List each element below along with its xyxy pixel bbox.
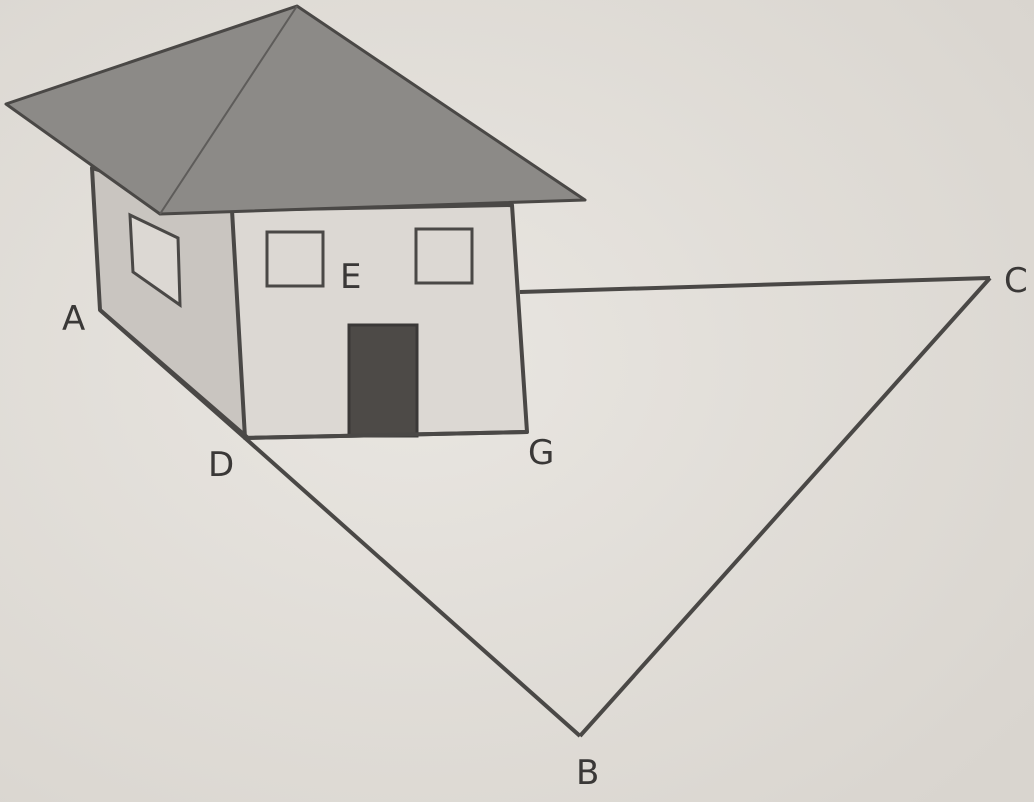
segment-house-to-C: [519, 276, 991, 294]
label-E: E: [340, 257, 361, 297]
segment-DB: [243, 436, 582, 738]
front-window-left: [265, 230, 325, 288]
segment-AD: [98, 308, 250, 440]
label-G: G: [528, 433, 554, 473]
segment-CB: [578, 276, 992, 738]
label-B: B: [576, 753, 599, 793]
side-window: [128, 212, 182, 308]
front-window-right: [414, 227, 474, 285]
label-C: C: [1004, 261, 1028, 301]
house-roof: [4, 4, 587, 216]
house-door: [347, 323, 419, 438]
segment-DG: [244, 430, 528, 440]
roof-ridge-left: [159, 5, 298, 215]
label-A: A: [62, 299, 85, 339]
label-D: D: [208, 445, 234, 485]
